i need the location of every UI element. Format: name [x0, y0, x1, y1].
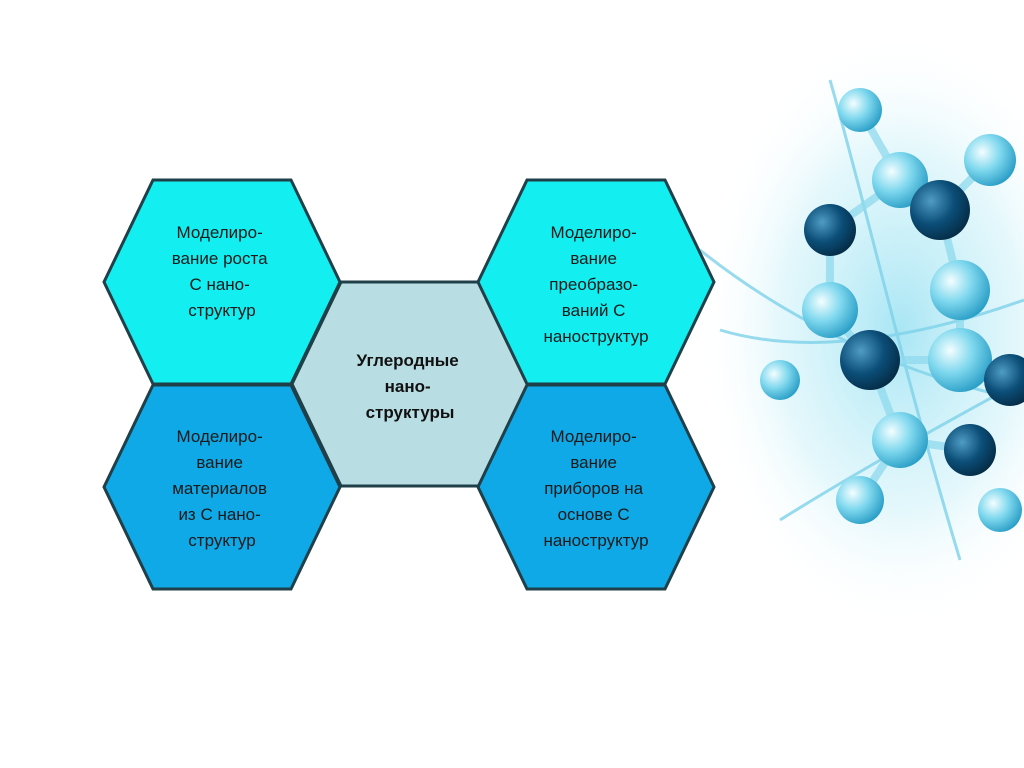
hex-bottom-left-line-1: Моделиро- [177, 427, 263, 446]
hex-top-right-line-4: ваний С [562, 301, 626, 320]
atom-dark [804, 204, 856, 256]
hex-top-right-line-2: вание [570, 249, 617, 268]
hex-bottom-right-line-4: основе С [558, 505, 630, 524]
atom-light [838, 88, 882, 132]
atom-light [964, 134, 1016, 186]
hex-bottom-right-line-1: Моделиро- [551, 427, 637, 446]
hex-bottom-left-line-3: материалов [172, 479, 267, 498]
hex-top-right: Моделиро- вание преобразо- ваний С нанос… [476, 178, 716, 386]
hex-top-left-line-2: вание роста [172, 249, 268, 268]
atom-light [802, 282, 858, 338]
atom-dark [944, 424, 996, 476]
atom-dark [984, 354, 1024, 406]
hex-center-line-2: нано- [385, 377, 431, 396]
molecule-atoms [760, 88, 1024, 532]
hex-bottom-left-line-5: структур [188, 531, 255, 550]
molecule-glow [700, 30, 1024, 630]
hex-center-line-3: структуры [366, 403, 455, 422]
hex-top-right-label: Моделиро- вание преобразо- ваний С нанос… [543, 223, 648, 346]
hex-top-left-line-4: структур [188, 301, 255, 320]
hex-bottom-right-label: Моделиро- вание приборов на основе С нан… [543, 427, 648, 550]
atom-light [872, 152, 928, 208]
hex-top-left-line-3: С нано- [189, 275, 249, 294]
hex-bottom-right-line-5: наноструктур [543, 531, 648, 550]
hex-bottom-left-line-4: из С нано- [178, 505, 260, 524]
hex-bottom-left-label: Моделиро- вание материалов из С нано- ст… [172, 427, 272, 550]
hex-center-label: Углеродные нано- структуры [357, 351, 464, 422]
hex-top-right-line-1: Моделиро- [551, 223, 637, 242]
atom-light [978, 488, 1022, 532]
hex-top-right-line-3: преобразо- [549, 275, 638, 294]
atom-light [930, 260, 990, 320]
hex-top-right-line-5: наноструктур [543, 327, 648, 346]
hex-top-left: Моделиро- вание роста С нано- структур [102, 178, 342, 386]
atom-light [836, 476, 884, 524]
hex-bottom-right: Моделиро- вание приборов на основе С нан… [476, 383, 716, 591]
hex-bottom-left-line-2: вание [196, 453, 243, 472]
hex-bottom-left-shape [102, 383, 342, 591]
hex-center-line-1: Углеродные [357, 351, 459, 370]
hex-bottom-right-shape [476, 383, 716, 591]
atom-light [760, 360, 800, 400]
atom-light [872, 412, 928, 468]
molecule-illustration [699, 30, 1024, 630]
hex-bottom-right-line-3: приборов на [544, 479, 643, 498]
atom-light [928, 328, 992, 392]
hex-top-left-label: Моделиро- вание роста С нано- структур [172, 223, 273, 320]
atom-dark [840, 330, 900, 390]
hex-bottom-right-line-2: вание [570, 453, 617, 472]
hexagon-diagram: Углеродные нано- структуры Моделиро- ван… [102, 178, 716, 591]
hex-bottom-left: Моделиро- вание материалов из С нано- ст… [102, 383, 342, 591]
atom-dark [910, 180, 970, 240]
hex-top-left-line-1: Моделиро- [177, 223, 263, 242]
